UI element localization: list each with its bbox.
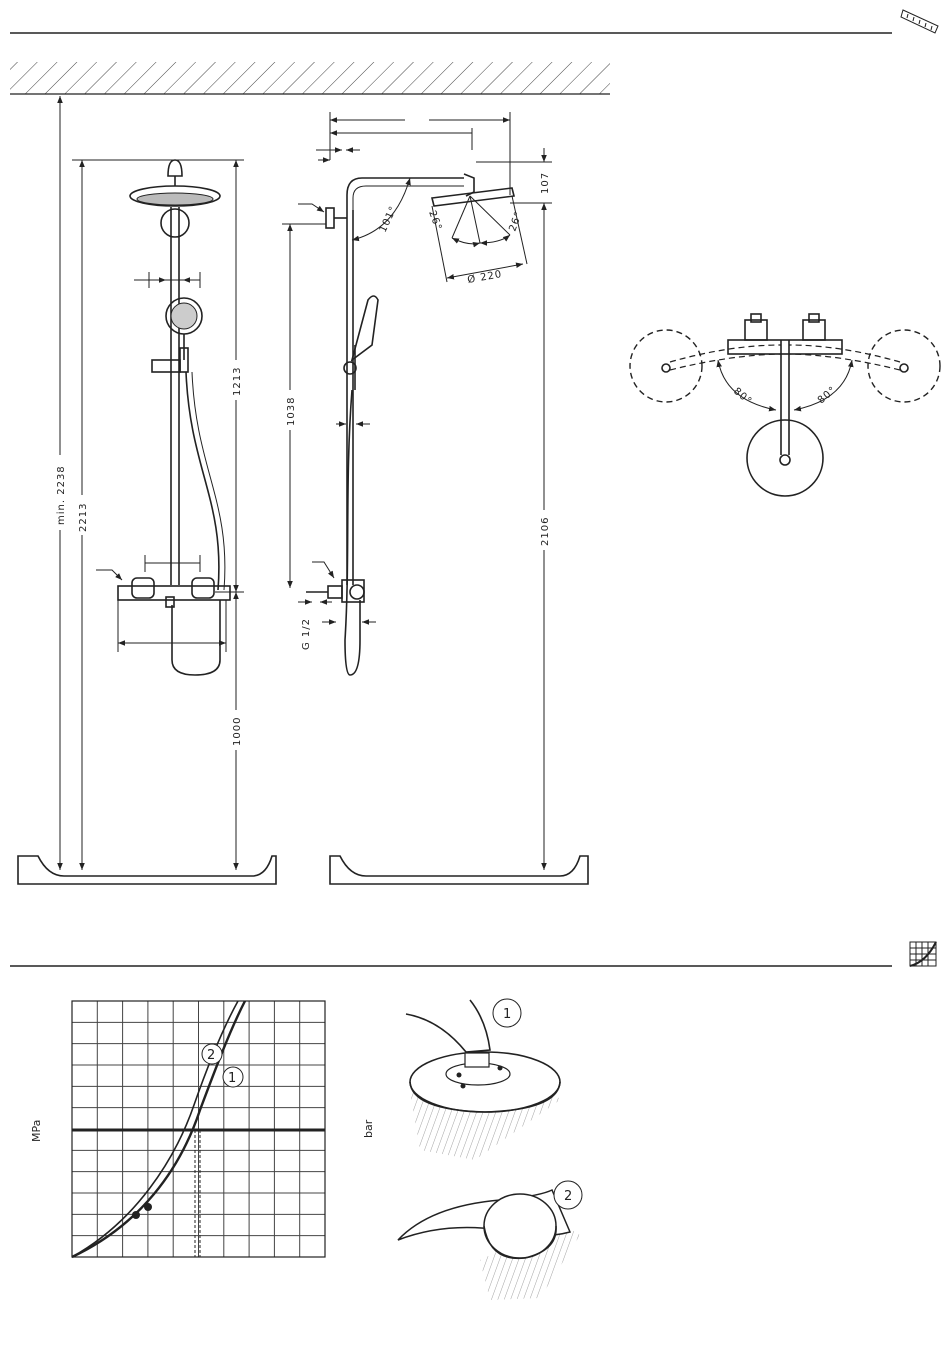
angle-80-left: 80° bbox=[731, 386, 754, 408]
dim-g-1-2: G 1/2 bbox=[301, 618, 312, 650]
dim-2106: 2106 bbox=[540, 517, 551, 546]
dim-1000: 1000 bbox=[232, 717, 243, 746]
top-view: 80° 80° bbox=[630, 314, 940, 496]
callout-2: 2 bbox=[564, 1189, 572, 1204]
dim-min-2238: min. 2238 bbox=[56, 465, 67, 525]
ruler-icon bbox=[901, 10, 938, 33]
flow-chart-icon bbox=[910, 942, 936, 966]
callout-1: 1 bbox=[503, 1007, 511, 1022]
dim-1213: 1213 bbox=[232, 367, 243, 396]
hand-shower-illustration: 2 bbox=[398, 1181, 582, 1300]
data-point bbox=[132, 1211, 140, 1219]
flow-chart: 2 1 MPa bar bbox=[30, 1001, 375, 1257]
side-view: 107 101° 26° 26° Ø 220 bbox=[282, 112, 588, 884]
head-shower-illustration: 1 bbox=[406, 999, 560, 1160]
angle-101: 101° bbox=[378, 204, 400, 234]
series-marker-1: 1 bbox=[228, 1071, 236, 1086]
ceiling-hatch bbox=[10, 62, 610, 94]
angle-80-right: 80° bbox=[816, 385, 839, 407]
data-point bbox=[144, 1203, 152, 1211]
front-view: min. 2238 2213 1213 1000 bbox=[18, 96, 276, 884]
dim-107: 107 bbox=[540, 172, 551, 194]
series-marker-2: 2 bbox=[207, 1048, 215, 1063]
y-axis-label-mpa: MPa bbox=[30, 1120, 43, 1142]
dim-1038: 1038 bbox=[286, 397, 297, 426]
y-axis-label-bar: bar bbox=[362, 1119, 375, 1138]
dim-2213: 2213 bbox=[78, 503, 89, 532]
